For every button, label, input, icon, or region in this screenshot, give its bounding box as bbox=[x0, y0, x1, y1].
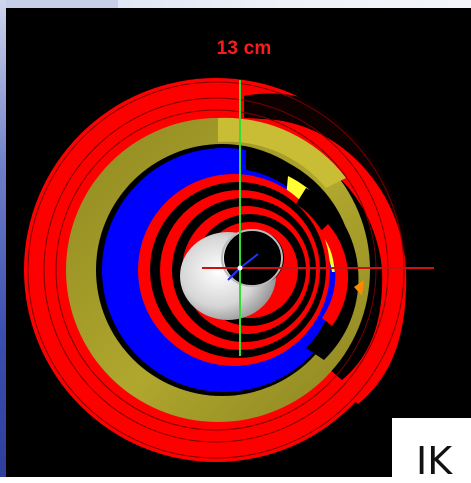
scale-label: 13 cm bbox=[216, 38, 272, 59]
detector-3d-viewport[interactable]: 13 cm bbox=[6, 8, 471, 477]
detector-render bbox=[24, 78, 437, 462]
axis-gizmo bbox=[202, 80, 434, 356]
title-strip-edge bbox=[0, 0, 118, 8]
window-title-strip bbox=[0, 0, 471, 8]
watermark-logo: IK bbox=[416, 439, 453, 483]
orange-marker bbox=[354, 280, 364, 296]
watermark-panel: IK bbox=[392, 418, 471, 483]
window-left-border bbox=[0, 0, 6, 477]
